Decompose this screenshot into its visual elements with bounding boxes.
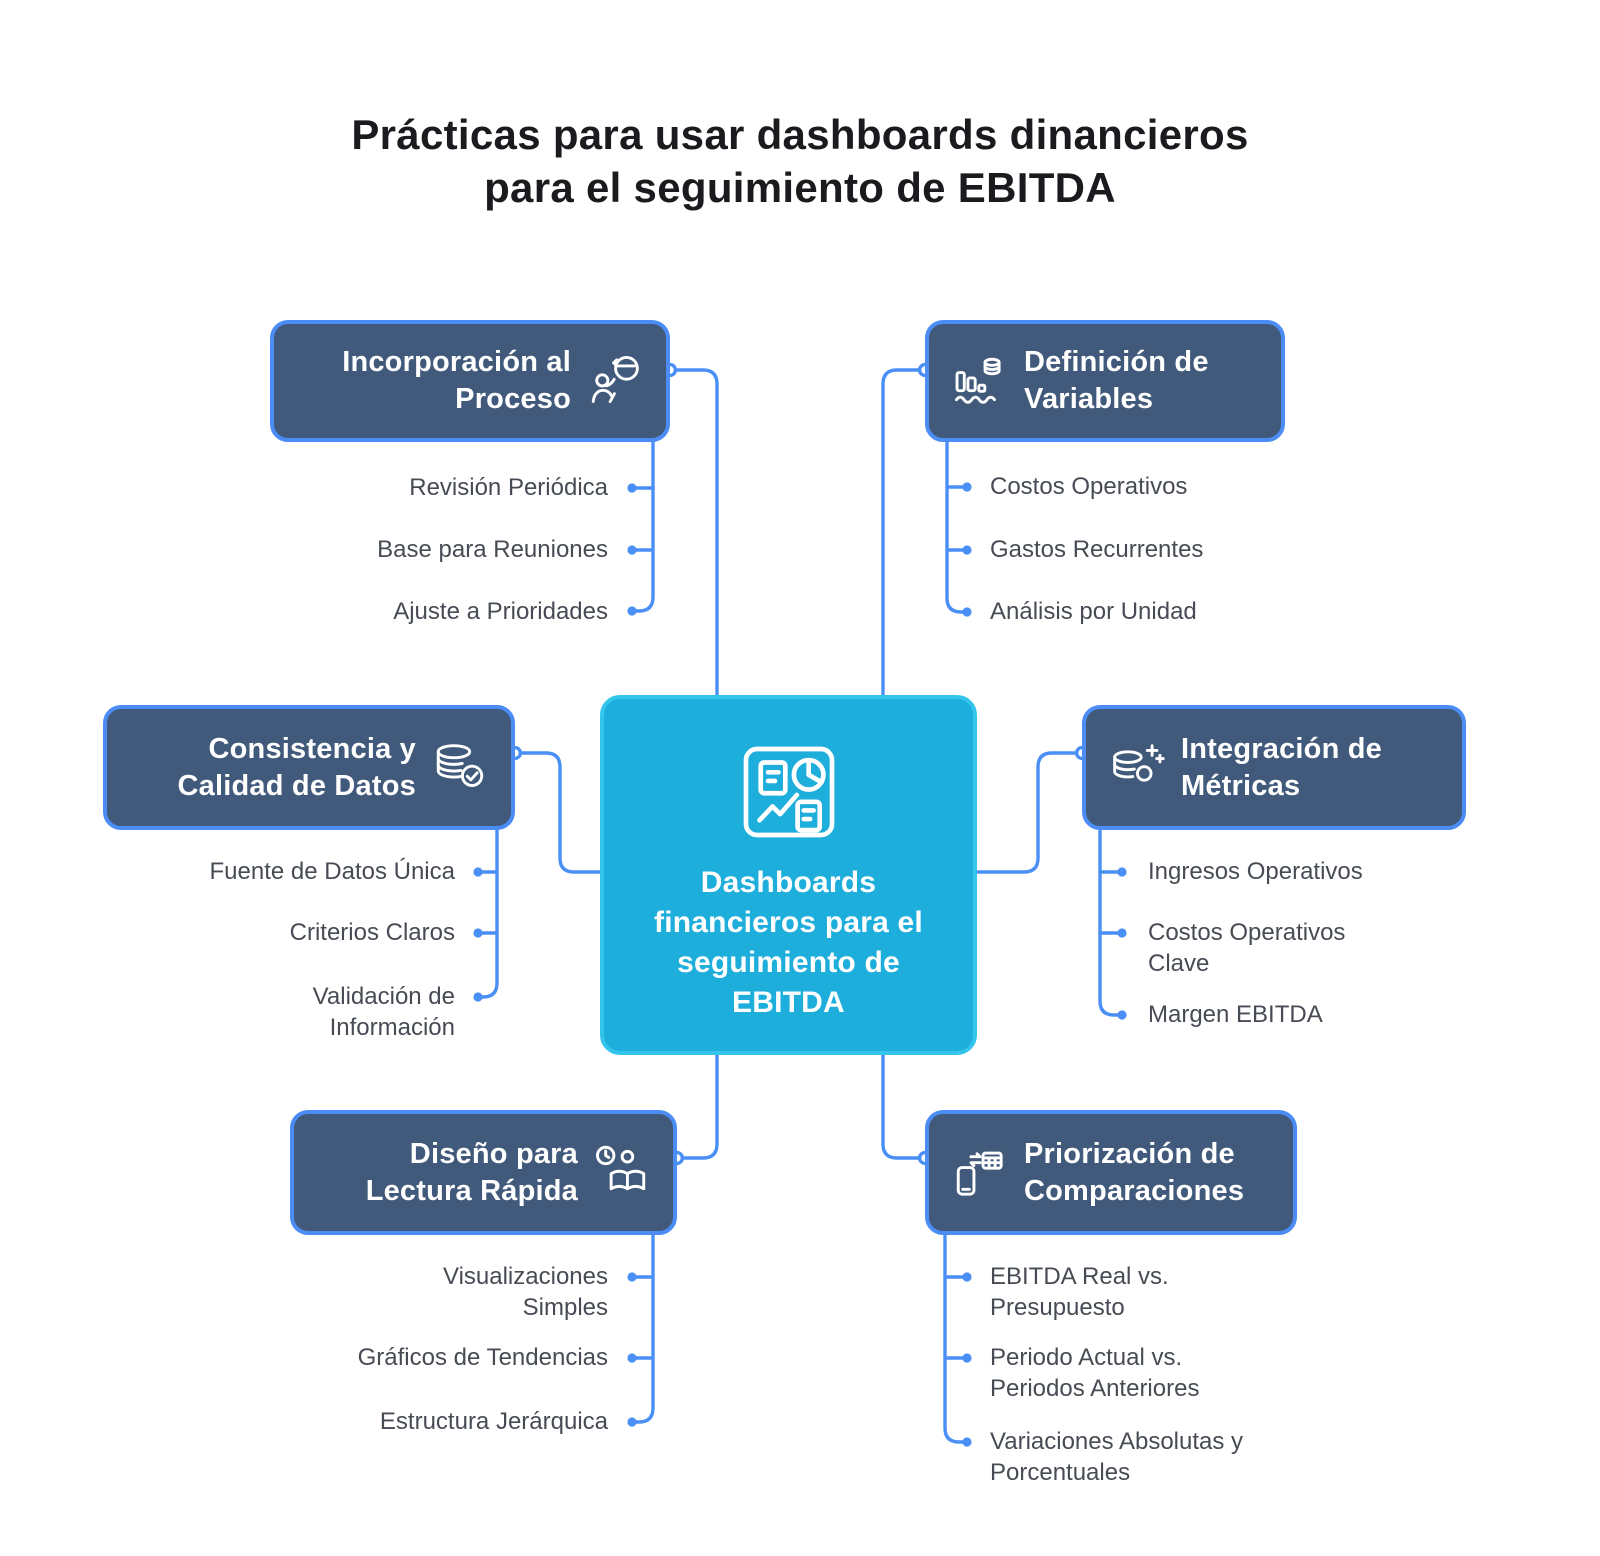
branch-title-consistencia: Consistencia y Calidad de Datos — [177, 732, 416, 802]
child-variaciones-absolutas-y-porcentuales: Variaciones Absolutas y Porcentuales — [990, 1428, 1244, 1486]
central-topic-label: Dashboards financieros para el seguimien… — [654, 866, 923, 1019]
database-sparkles-icon — [1113, 743, 1165, 782]
child-ebitda-real-vs-presupuesto: EBITDA Real vs. Presupuesto — [990, 1263, 1169, 1321]
branch-box-incorporacion-al-proceso: Incorporación al Proceso — [270, 320, 670, 442]
child-analisis-por-unidad: Análisis por Unidad — [990, 598, 1197, 625]
child-base-para-reuniones: Base para Reuniones — [377, 536, 608, 563]
branch-title-definicion: Definición de Variables — [1024, 346, 1209, 415]
child-estructura-jerarquica: Estructura Jerárquica — [379, 1408, 608, 1435]
branch-box-priorizacion-de-comparaciones: Priorización de Comparaciones — [925, 1110, 1297, 1235]
bar-chart-database-icon — [954, 357, 1001, 404]
central-topic: Dashboards financieros para el seguimien… — [600, 695, 977, 1055]
database-check-icon — [436, 743, 484, 787]
child-periodo-actual-vs-periodos-anteriores: Periodo Actual vs. Periodos Anteriores — [990, 1344, 1200, 1402]
dashboard-icon — [743, 746, 834, 838]
branch-title-priorizacion: Priorización de Comparaciones — [1024, 1137, 1245, 1207]
child-ajuste-a-prioridades: Ajuste a Prioridades — [393, 598, 608, 625]
branch-box-definicion-de-variables: Definición de Variables — [925, 320, 1285, 442]
child-validacion-de-informacion: Validación de Información — [312, 983, 455, 1041]
child-revision-periodica: Revisión Periódica — [409, 474, 608, 501]
page-title: Prácticas para usar dashboards dinancier… — [351, 111, 1249, 211]
child-margen-ebitda: Margen EBITDA — [1148, 1001, 1323, 1028]
branch-box-diseno-para-lectura-rapida: Diseño para Lectura Rápida — [290, 1110, 677, 1235]
person-process-clock-icon — [591, 355, 639, 403]
reading-time-icon — [596, 1145, 646, 1190]
child-dots — [473, 482, 1127, 1447]
child-costos-operativos-clave: Costos Operativos Clave — [1148, 919, 1346, 977]
child-fuente-de-datos-unica: Fuente de Datos Única — [209, 858, 455, 885]
child-costos-operativos: Costos Operativos — [990, 473, 1188, 500]
branch-title-incorporacion: Incorporación al Proceso — [342, 346, 571, 415]
child-ingresos-operativos: Ingresos Operativos — [1148, 858, 1363, 885]
branch-box-integracion-de-metricas: Integración de Métricas — [1082, 705, 1466, 830]
child-gastos-recurrentes: Gastos Recurrentes — [990, 536, 1204, 563]
phone-comparison-icon — [956, 1151, 1003, 1196]
child-graficos-de-tendencias: Gráficos de Tendencias — [357, 1344, 608, 1371]
branch-box-consistencia-y-calidad-de-datos: Consistencia y Calidad de Datos — [103, 705, 515, 830]
branch-title-diseno: Diseño para Lectura Rápida — [365, 1137, 578, 1207]
child-visualizaciones-simples: Visualizaciones Simples — [443, 1263, 608, 1321]
child-criterios-claros: Criterios Claros — [289, 919, 455, 946]
branch-title-integracion: Integración de Métricas — [1181, 732, 1382, 802]
